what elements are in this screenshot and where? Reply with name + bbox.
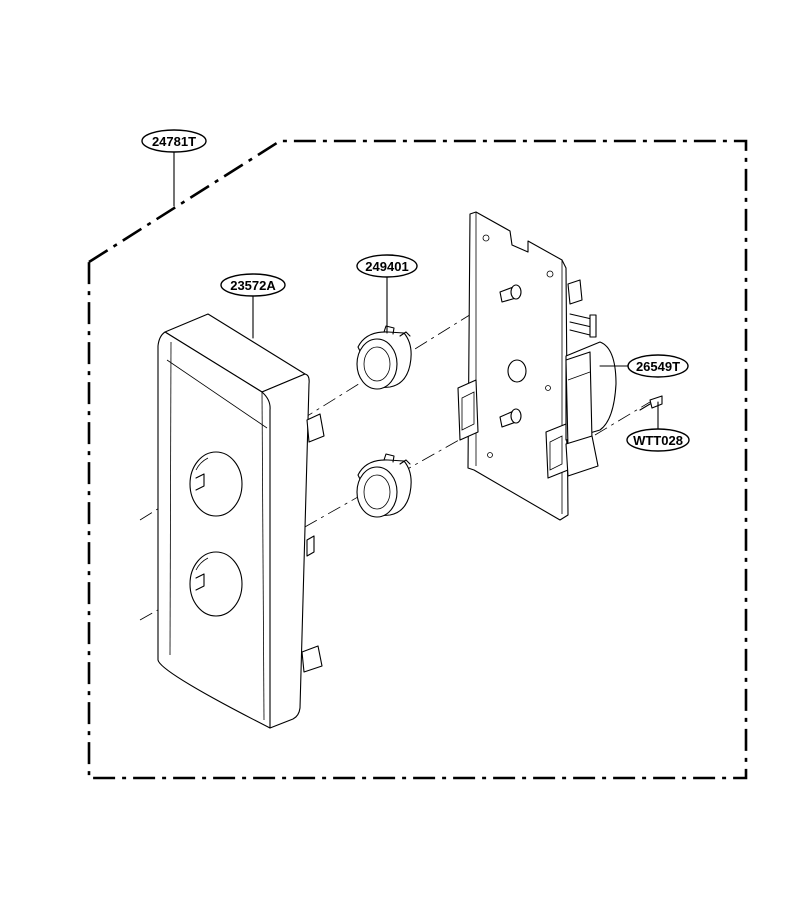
callout-label: 24781T <box>152 134 196 149</box>
callout-249401: 249401 <box>356 254 418 278</box>
timer-assembly-part <box>457 211 617 521</box>
knob-lower <box>356 453 412 518</box>
callout-24781T: 24781T <box>141 129 207 153</box>
callout-23572A: 23572A <box>220 273 286 297</box>
callout-label: WTT028 <box>633 433 683 448</box>
screw-part <box>639 395 663 411</box>
control-panel-part <box>157 313 325 729</box>
callout-label: 26549T <box>636 359 680 374</box>
callout-label: 249401 <box>365 259 408 274</box>
assembly-boundary <box>87 139 748 780</box>
callout-WTT028: WTT028 <box>626 428 690 452</box>
knob-upper <box>356 325 412 390</box>
callout-26549T: 26549T <box>627 354 689 378</box>
callout-label: 23572A <box>230 278 276 293</box>
leader-lines <box>173 151 659 431</box>
center-axis-lines <box>139 292 651 621</box>
